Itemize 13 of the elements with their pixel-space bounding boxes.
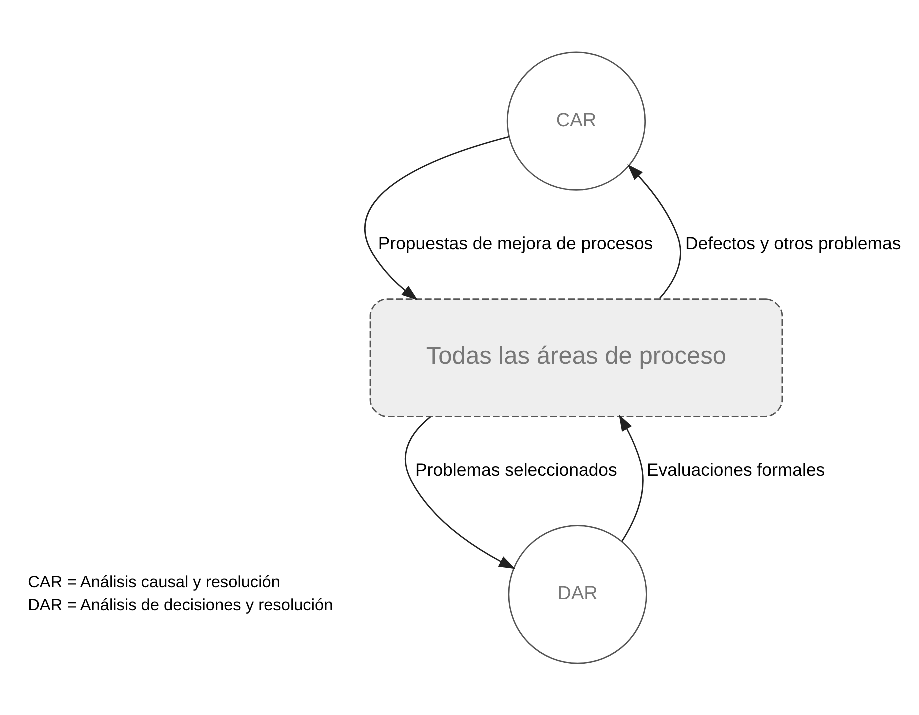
edge-label: Propuestas de mejora de procesos [378,232,654,253]
edge-label: Evaluaciones formales [646,459,826,480]
arrow [405,416,516,569]
label: CAR = Análisis causal y resolución [28,572,280,591]
node-circle: CAR [506,51,646,190]
node-box: Todas las áreas de proceso [370,298,784,417]
edge-label: Problemas seleccionados [415,459,618,480]
arrow [619,414,644,542]
arrow [628,164,682,299]
arrow [364,136,510,300]
edge-label: Defectos y otros problemas [686,232,902,253]
node-circle: DAR [508,524,648,664]
label: DAR = Análisis de decisiones y resolución [28,596,334,614]
